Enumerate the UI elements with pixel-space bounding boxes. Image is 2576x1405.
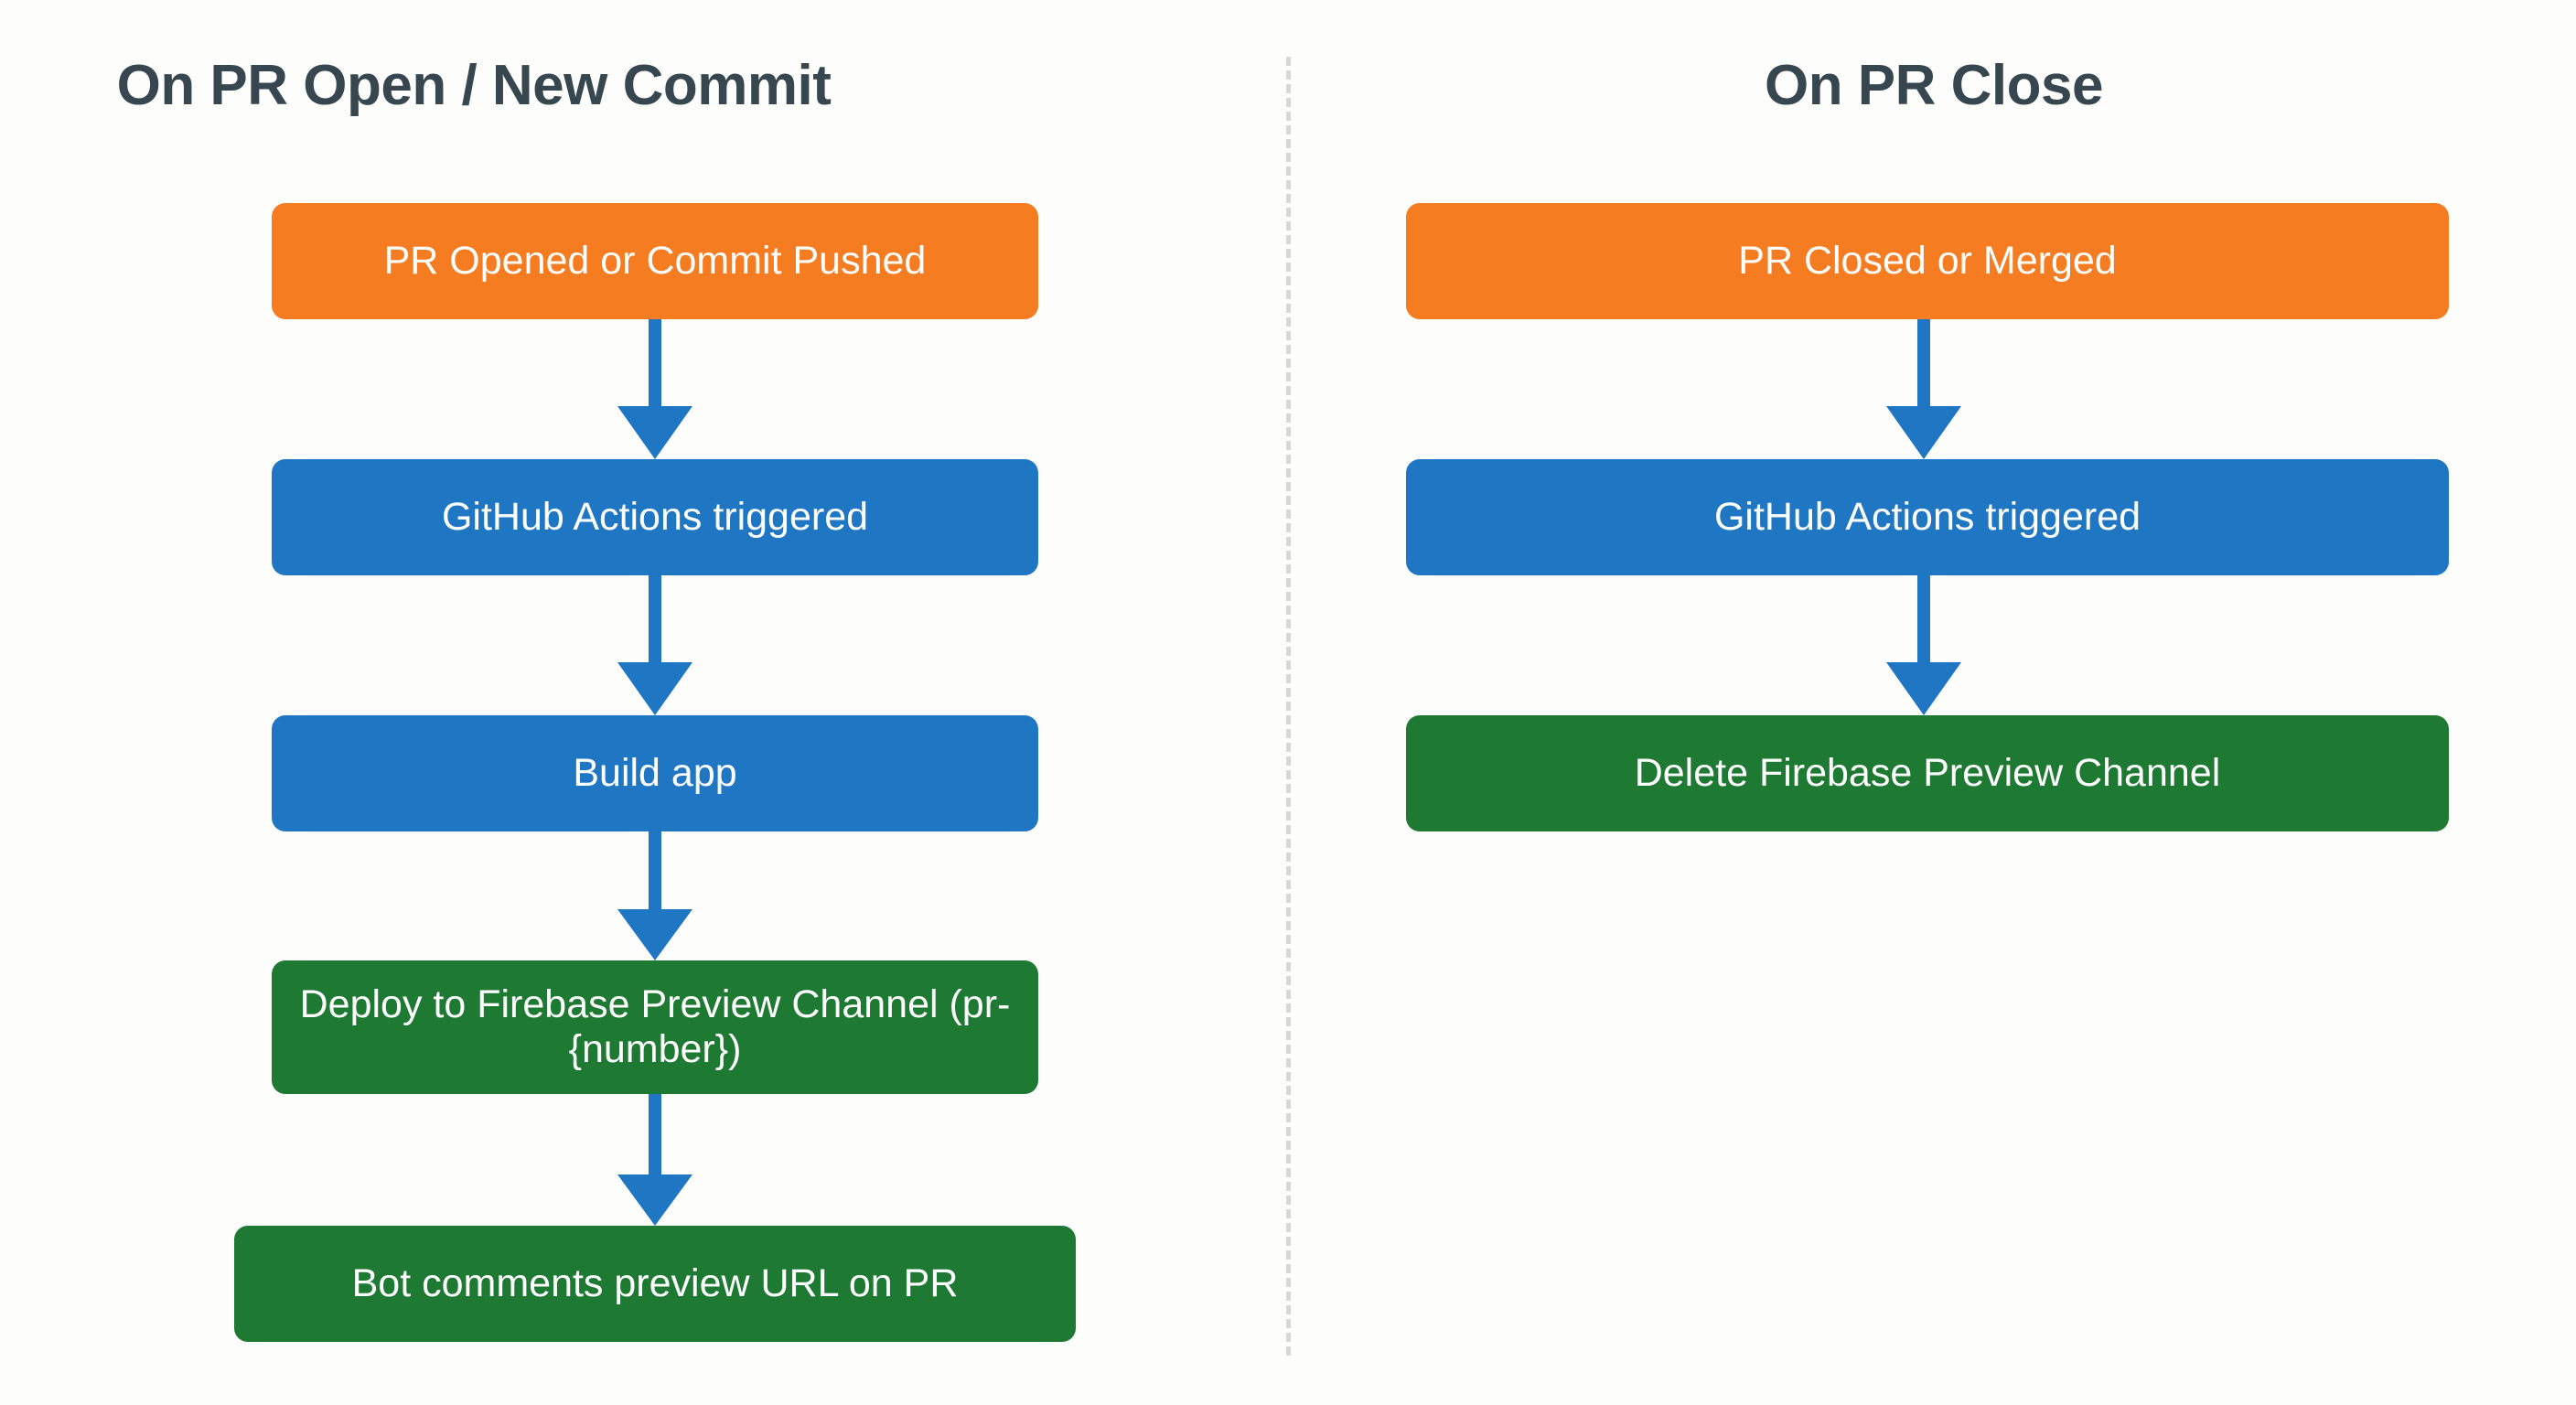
node-build-app[interactable]: Build app: [272, 715, 1038, 831]
column-on-pr-close: On PR Close PR Closed or Merged GitHub A…: [1292, 0, 2576, 1405]
node-label: PR Opened or Commit Pushed: [383, 238, 927, 283]
node-label: GitHub Actions triggered: [1713, 494, 2141, 539]
node-label: GitHub Actions triggered: [441, 494, 869, 539]
node-label: Deploy to Firebase Preview Channel (pr-{…: [299, 981, 1011, 1071]
node-github-actions-triggered-close[interactable]: GitHub Actions triggered: [1406, 459, 2449, 575]
column-on-pr-open: On PR Open / New Commit PR Opened or Com…: [0, 0, 1286, 1405]
node-pr-opened[interactable]: PR Opened or Commit Pushed: [272, 203, 1038, 319]
arrow-pr-opened-to-actions: [614, 319, 696, 459]
node-label: Bot comments preview URL on PR: [351, 1260, 959, 1305]
node-github-actions-triggered[interactable]: GitHub Actions triggered: [272, 459, 1038, 575]
arrow-pr-closed-to-actions: [1883, 319, 1965, 459]
arrow-actions-to-delete-preview: [1883, 575, 1965, 715]
node-bot-comments-preview-url[interactable]: Bot comments preview URL on PR: [234, 1226, 1076, 1342]
arrow-deploy-to-bot-comment: [614, 1094, 696, 1226]
node-pr-closed-or-merged[interactable]: PR Closed or Merged: [1406, 203, 2449, 319]
node-delete-firebase-preview-channel[interactable]: Delete Firebase Preview Channel: [1406, 715, 2449, 831]
column-title-on-pr-open: On PR Open / New Commit: [116, 54, 832, 117]
node-label: Delete Firebase Preview Channel: [1634, 750, 2221, 795]
node-deploy-firebase-preview-channel[interactable]: Deploy to Firebase Preview Channel (pr-{…: [272, 960, 1038, 1094]
column-title-on-pr-close: On PR Close: [1764, 54, 2104, 117]
node-label: PR Closed or Merged: [1738, 238, 2117, 283]
arrow-build-to-deploy: [614, 831, 696, 960]
arrow-actions-to-build: [614, 575, 696, 715]
node-label: Build app: [573, 750, 737, 795]
vertical-dashed-divider: [1286, 57, 1291, 1356]
